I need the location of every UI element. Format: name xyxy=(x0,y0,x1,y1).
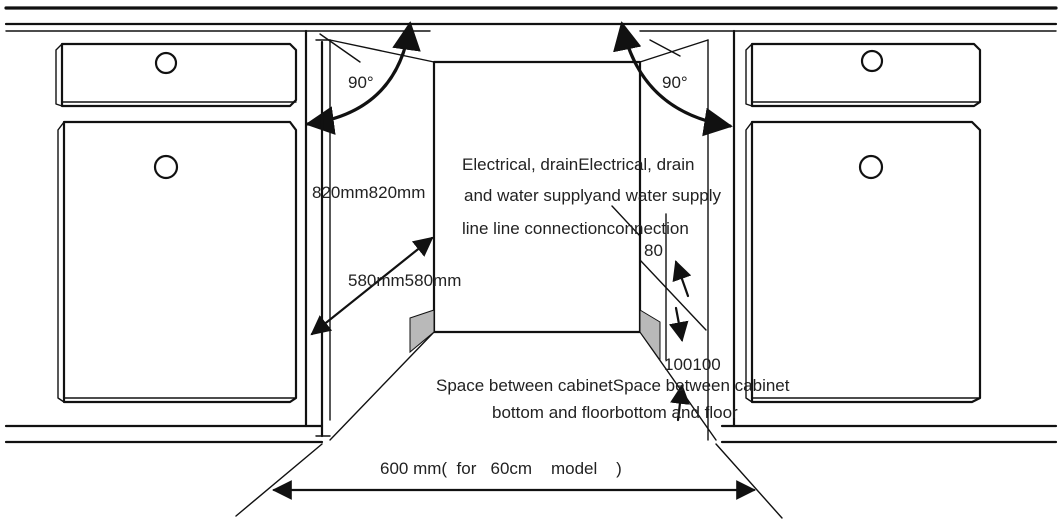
right-swing-guide xyxy=(649,39,681,57)
dim-80-label: 80 xyxy=(644,241,663,260)
left-door-knob xyxy=(153,154,179,180)
dim-100-arrow-up xyxy=(670,384,690,422)
connection-label-line3: line line connectionconnection xyxy=(462,219,689,238)
depth-arrow xyxy=(310,236,434,336)
width-extension-left xyxy=(235,443,323,517)
right-cabinet xyxy=(707,29,982,441)
left-cabinet xyxy=(55,29,331,428)
dim-100-label: 100100 xyxy=(664,355,721,374)
left-swing-guide xyxy=(319,33,361,63)
left-drawer-side xyxy=(55,43,63,107)
left-swing-arc xyxy=(305,21,421,135)
text-labels: 90° 90° 820mm820mm Electrical, drainElec… xyxy=(312,73,790,478)
niche-top-right-edge xyxy=(639,39,709,63)
width-extension-right xyxy=(715,443,783,519)
gap-dimensions xyxy=(668,260,692,422)
connection-leaders xyxy=(611,205,707,361)
right-door-knob xyxy=(858,154,884,180)
right-drawer-side xyxy=(745,43,753,107)
left-drawer-front xyxy=(60,42,298,108)
left-drawer-knob xyxy=(154,51,178,75)
dim-100-arrow-down xyxy=(668,306,689,342)
angle-label-right: 90° xyxy=(662,73,688,92)
width-dimension xyxy=(235,443,783,519)
connection-label-line1: Electrical, drainElectrical, drain xyxy=(462,155,694,174)
depth-dimension xyxy=(310,236,434,336)
space-label-line2: bottom and floorbottom and floor xyxy=(492,403,738,422)
dim-80-arrow xyxy=(672,260,692,298)
right-drawer-knob xyxy=(860,49,884,73)
angle-label-left: 90° xyxy=(348,73,374,92)
niche-floor-left-edge xyxy=(329,331,435,441)
depth-label: 580mm580mm xyxy=(348,271,461,290)
door-swing-indicators xyxy=(305,21,733,137)
connection-guide-diagonal xyxy=(639,259,707,331)
floor-lines xyxy=(4,424,1058,444)
left-plinth-gap-shade xyxy=(409,309,435,354)
right-swing-arc xyxy=(613,21,733,137)
right-plinth-gap-shade xyxy=(639,309,661,362)
space-label-line1: Space between cabinetSpace between cabin… xyxy=(436,376,790,395)
width-label: 600 mm( for 60cm model ) xyxy=(380,459,622,478)
connection-leader xyxy=(611,205,641,237)
left-door-front xyxy=(62,120,298,404)
niche-top-left-edge xyxy=(329,39,435,63)
right-door-side xyxy=(745,121,753,403)
left-door-side xyxy=(57,121,65,403)
right-door-front xyxy=(750,120,982,404)
height-label: 820mm820mm xyxy=(312,183,425,202)
connection-label-line2: and water supplyand water supply xyxy=(464,186,722,205)
height-dimension xyxy=(315,39,331,438)
niche-back-wall xyxy=(432,60,642,334)
countertop xyxy=(4,6,1058,32)
